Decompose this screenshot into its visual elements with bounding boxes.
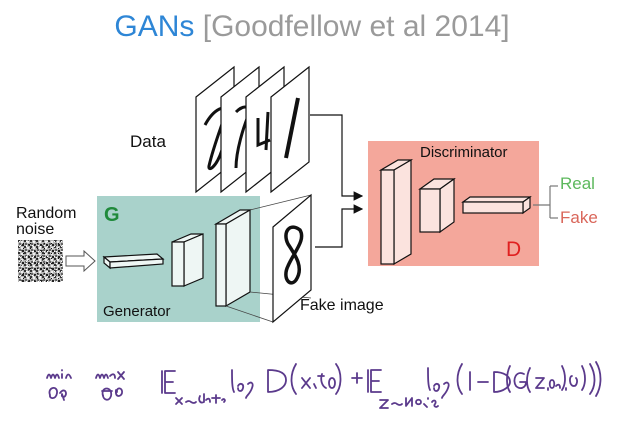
output-bracket [533, 185, 558, 219]
random-noise-image [18, 240, 63, 282]
fake-image-label: Fake image [300, 297, 384, 314]
real-label: Real [560, 174, 595, 193]
fake-image [272, 193, 312, 324]
random-noise-label-2: noise [16, 221, 55, 238]
generator-label: Generator [103, 303, 171, 320]
discriminator-letter: D [506, 238, 522, 261]
noise-arrow [65, 249, 96, 273]
handwritten-objective [46, 361, 602, 409]
data-label: Data [130, 132, 166, 151]
discriminator-layers [378, 158, 532, 266]
generator-letter: G [104, 204, 120, 226]
data-image-stack [195, 65, 310, 194]
discriminator-label: Discriminator [420, 144, 508, 161]
generator-layers [102, 208, 253, 308]
fake-label: Fake [560, 208, 598, 227]
random-noise-label-1: Random [16, 205, 77, 222]
title-citation: [Goodfellow et al 2014] [202, 10, 510, 43]
slide-title: GANs [Goodfellow et al 2014] [0, 10, 624, 44]
title-main: GANs [114, 10, 195, 43]
